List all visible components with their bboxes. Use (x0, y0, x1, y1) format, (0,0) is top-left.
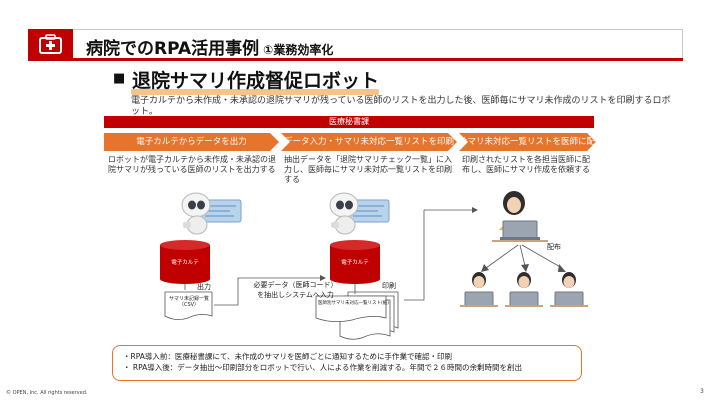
database-icon (330, 240, 380, 284)
arrow-head (558, 264, 566, 272)
print-label: 印刷 (382, 282, 396, 290)
copyright-footer: © OPEN, Inc. All rights reserved. (6, 390, 88, 396)
arrow-head (521, 264, 529, 272)
step-2-header: データ入力・サマリ未対応一覧リストを印刷 (281, 133, 457, 151)
arrow-line (214, 277, 320, 306)
csv-document-icon (164, 291, 213, 320)
robot-icon (181, 192, 242, 235)
first-aid-kit-icon (39, 34, 62, 54)
arrow-line (521, 244, 563, 269)
database-2-label: 電子カルテ (341, 260, 369, 266)
section-title-highlight (131, 89, 379, 95)
step-1-header: 電子カルテからデータを出力 (104, 133, 279, 151)
printed-list-label: 医師別サマリ未対応一覧リスト(紙) (318, 301, 390, 306)
step-2-description: 抽出データを「退院サマリチェック一覧」に入力し、医師毎にサマリ未対応一覧リストを… (284, 155, 452, 184)
doctor-person-icon (460, 272, 498, 307)
arrow-head (320, 275, 326, 281)
database-icon (160, 240, 210, 284)
header-icon-box (28, 29, 73, 61)
department-bar: 医療秘書課 (104, 116, 594, 128)
printed-list-stack-icon (315, 291, 399, 340)
csv-document-label: サマリ未記録一覧 （CSV） (168, 296, 209, 308)
page-subtitle: ①業務効率化 (263, 43, 334, 57)
doctor-person-icon (550, 272, 588, 307)
arrow-line (519, 244, 526, 267)
header-accent-line (73, 58, 683, 61)
step-3-header: サマリ未対応一覧リストを医師に配布 (459, 133, 596, 151)
note-after: ・ RPA導入後：データ抽出～印刷部分をロボットで行い、人による作業を削減する。… (123, 363, 523, 372)
section-bullet: ■ (113, 71, 126, 86)
note-before: ・RPA導入前：医療秘書課にて、未作成のサマリを医師ごとに通知するために手作業で… (123, 352, 453, 361)
page-number: 3 (700, 388, 704, 395)
extract-label-line2: を抽出しシステムへ入力 (257, 291, 334, 299)
output-label: 出力 (197, 283, 211, 291)
step-3-description: 印刷されたリストを各担当医師に配布し、医師にサマリ作成を依頼する (462, 155, 590, 174)
arrow-head (481, 264, 489, 272)
doctor-person-icon (505, 272, 543, 307)
step-1-description: ロボットが電子カルテから未作成・未承認の退院サマリが残っている医師のリストを出力… (108, 155, 276, 174)
arrow-line (485, 244, 519, 269)
database-1-label: 電子カルテ (171, 260, 199, 266)
arrow-head (472, 207, 478, 213)
secretary-person-icon (492, 191, 548, 242)
arrow-line (404, 209, 472, 301)
robot-icon (329, 192, 390, 235)
section-description: 電子カルテから未作成・未承認の退院サマリが残っている医師のリストを出力した後、医… (131, 96, 671, 117)
page-title-text: 病院でのRPA活用事例 (86, 39, 260, 59)
summary-note: ・RPA導入前：医療秘書課にて、未作成のサマリを医師ごとに通知するために手作業で… (112, 345, 582, 381)
section-title: 退院サマリ作成督促ロボット (132, 70, 380, 92)
distribute-label: 配布 (547, 243, 561, 251)
extract-label-line1: 必要データ（医師コード） (253, 281, 338, 289)
